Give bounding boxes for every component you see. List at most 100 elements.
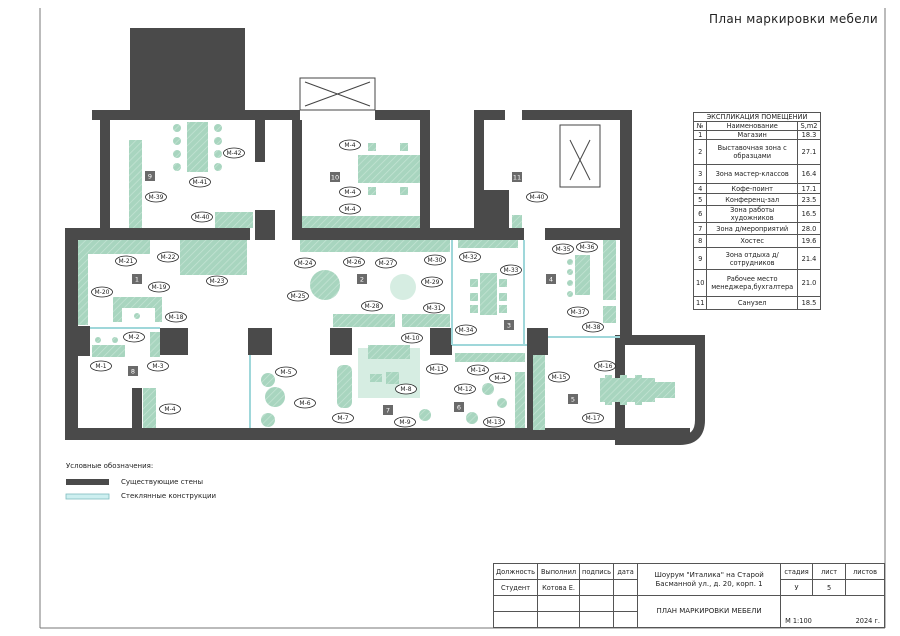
furniture-marker: М-4 xyxy=(339,186,361,198)
furniture-marker-label: М-5 xyxy=(280,369,291,376)
furniture-marker: М-27 xyxy=(375,257,397,269)
furniture-marker: М-32 xyxy=(459,251,481,263)
furniture-marker: М-11 xyxy=(426,363,448,375)
balcony xyxy=(299,77,376,111)
room-area: 16.4 xyxy=(797,164,821,184)
furniture-marker: М-8 xyxy=(395,383,417,395)
room-number: 10 xyxy=(692,269,708,297)
furniture-marker: М-4 xyxy=(489,372,511,384)
furniture-marker: М-20 xyxy=(91,286,113,298)
room-tag: 6 xyxy=(454,402,464,412)
furniture-marker: М-4 xyxy=(159,403,181,415)
room-tag-label: 2 xyxy=(360,276,364,284)
room-tag: 1 xyxy=(132,274,142,284)
furniture-marker: М-36 xyxy=(576,241,598,253)
room-number: 6 xyxy=(692,205,708,223)
furniture-marker-label: М-40 xyxy=(530,194,545,201)
room-tag: 8 xyxy=(128,366,138,376)
furniture-marker-label: М-32 xyxy=(463,254,478,261)
glass-partitions xyxy=(90,240,620,428)
room-number: 11 xyxy=(692,296,708,310)
room-tag-label: 6 xyxy=(457,404,461,412)
room-tag: 4 xyxy=(546,274,556,284)
furniture-marker: М-9 xyxy=(394,416,416,428)
furniture-marker-label: М-39 xyxy=(149,194,164,201)
furniture-marker: М-10 xyxy=(401,332,423,344)
tb-empty xyxy=(613,611,639,628)
room-tag-label: 8 xyxy=(131,368,135,376)
room-number: 1 xyxy=(692,130,708,140)
furniture-marker-label: М-7 xyxy=(337,415,348,422)
furniture-marker-label: М-26 xyxy=(347,259,362,266)
room-tag: 5 xyxy=(568,394,578,404)
room-number: 7 xyxy=(692,222,708,235)
furniture-marker-label: М-1 xyxy=(95,363,106,370)
furniture-marker: М-40 xyxy=(191,211,213,223)
room-name: Рабочее место менеджера,бухгалтера xyxy=(706,269,798,297)
furniture-marker-label: М-14 xyxy=(471,367,486,374)
furniture-marker-label: М-27 xyxy=(379,260,394,267)
tb-empty xyxy=(613,595,639,612)
furniture-marker: М-37 xyxy=(567,306,589,318)
tb-empty xyxy=(537,595,581,612)
room-area: 21.0 xyxy=(797,269,821,297)
tb-sheet-header: лист xyxy=(812,563,847,580)
furniture-marker: М-40 xyxy=(526,191,548,203)
furniture-marker: М-7 xyxy=(332,412,354,424)
room-number: 3 xyxy=(692,164,708,184)
tb-scale-year: М 1:100 2024 г. xyxy=(780,595,885,628)
furniture-marker: М-35 xyxy=(552,243,574,255)
room-tag: 9 xyxy=(145,171,155,181)
tb-empty xyxy=(579,595,615,612)
furniture-marker: М-29 xyxy=(421,276,443,288)
furniture-marker: М-17 xyxy=(582,412,604,424)
room-name: Магазин xyxy=(706,130,798,140)
furniture-marker-label: М-8 xyxy=(400,386,411,393)
furniture-marker-label: М-23 xyxy=(210,278,225,285)
furniture-marker-label: М-38 xyxy=(586,324,601,331)
room-tag-label: 1 xyxy=(135,276,139,284)
tb-signature xyxy=(579,579,615,596)
room-number: 8 xyxy=(692,234,708,248)
col-number: № xyxy=(692,121,708,131)
room-name: Зона мастер-классов xyxy=(706,164,798,184)
furniture-marker-label: М-22 xyxy=(161,254,176,261)
explication-title: ЭКСПЛИКАЦИЯ ПОМЕЩЕНИЙ xyxy=(693,112,821,122)
room-area: 19.6 xyxy=(797,234,821,248)
room-tag: 11 xyxy=(512,172,522,182)
room-tag-label: 5 xyxy=(571,396,575,404)
furniture-marker: М-3 xyxy=(147,360,169,372)
room-area: 18.5 xyxy=(797,296,821,310)
furniture-marker: М-15 xyxy=(548,371,570,383)
furniture-marker-label: М-31 xyxy=(427,305,442,312)
furniture-marker: М-41 xyxy=(189,176,211,188)
room-area: 16.5 xyxy=(797,205,821,223)
furniture-marker-label: М-40 xyxy=(195,214,210,221)
furniture-marker-label: М-37 xyxy=(571,309,586,316)
furniture-marker: М-5 xyxy=(275,366,297,378)
legend-walls-label: Существующие стены xyxy=(121,478,204,486)
furniture-marker: М-24 xyxy=(294,257,316,269)
furniture-marker-label: М-33 xyxy=(504,267,519,274)
room-area: 23.5 xyxy=(797,193,821,206)
furniture-marker-label: М-3 xyxy=(152,363,163,370)
room-tag: 10 xyxy=(330,172,340,182)
furniture-marker-label: М-13 xyxy=(487,419,502,426)
tb-sheets-header: листов xyxy=(845,563,885,580)
tb-performer-header: Выполнил xyxy=(537,563,581,580)
furniture-marker: М-18 xyxy=(165,311,187,323)
tb-sheet: 5 xyxy=(812,579,847,596)
room-number: 5 xyxy=(692,193,708,206)
room-number: 4 xyxy=(692,183,708,194)
furniture-marker: М-22 xyxy=(157,251,179,263)
furniture-marker: М-42 xyxy=(223,147,245,159)
furniture-marker: М-6 xyxy=(294,397,316,409)
tb-signature-header: подпись xyxy=(579,563,615,580)
furniture-marker-label: М-19 xyxy=(152,284,167,291)
room-area: 28.0 xyxy=(797,222,821,235)
